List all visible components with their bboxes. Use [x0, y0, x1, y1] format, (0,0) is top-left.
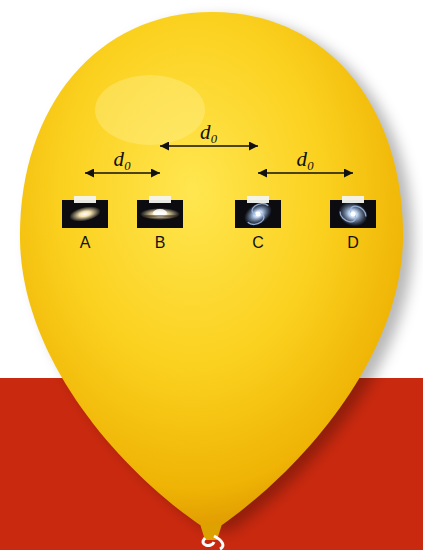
galaxy-image [137, 196, 183, 228]
galaxy-image [62, 196, 108, 228]
galaxy-photo: D [330, 196, 376, 251]
distance-arrow [258, 172, 353, 174]
tape-strip [149, 196, 171, 203]
tape-strip [247, 196, 269, 203]
tape-strip [74, 196, 96, 203]
distance-arrow [160, 145, 258, 147]
photo-ground [235, 200, 281, 228]
photo-ground [137, 200, 183, 228]
tape-strip [342, 196, 364, 203]
galaxy-letter: C [235, 235, 281, 251]
distance-label: d₀ [297, 149, 315, 170]
balloon-highlight [95, 75, 205, 145]
galaxy-letter: B [137, 235, 183, 251]
distance-label: d₀ [200, 122, 218, 143]
galaxy-image [235, 196, 281, 228]
galaxy-photo: A [62, 196, 108, 251]
galaxy-photo: C [235, 196, 281, 251]
galaxy [68, 204, 102, 224]
balloon-string [203, 536, 223, 549]
photo-ground [62, 200, 108, 228]
galaxy-letter: A [62, 235, 108, 251]
galaxy-image [330, 196, 376, 228]
distance-label: d₀ [114, 149, 132, 170]
galaxy-photo: B [137, 196, 183, 251]
balloon-body [20, 12, 403, 525]
distance-arrow [85, 172, 160, 174]
galaxy [140, 208, 180, 220]
galaxy-letter: D [330, 235, 376, 251]
